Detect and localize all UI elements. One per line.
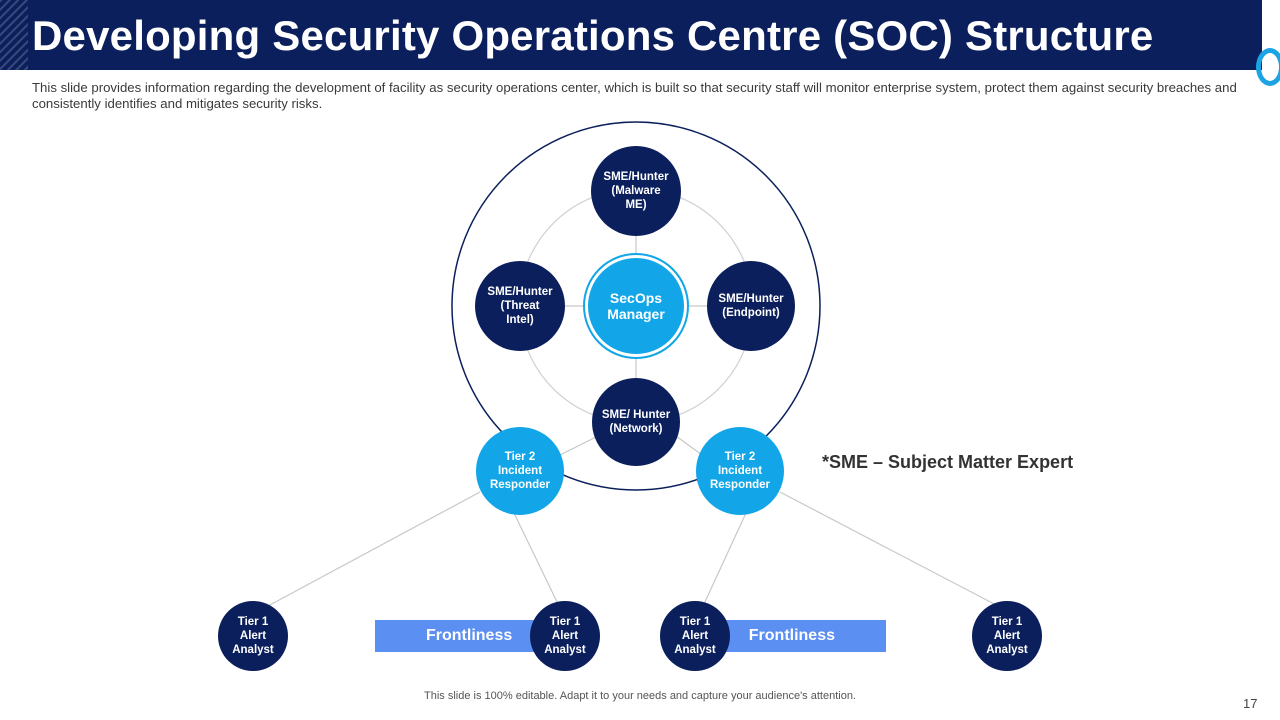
link-tier2-left-tier1-b xyxy=(513,512,559,605)
node-line: ME) xyxy=(625,199,647,211)
node-line: (Network) xyxy=(609,423,663,435)
slide-description: This slide provides information regardin… xyxy=(32,80,1237,112)
page-number: 17 xyxy=(1243,696,1258,711)
node-line: (Malware xyxy=(611,184,661,197)
node-sme-network: SME/ Hunter (Network) xyxy=(592,378,680,466)
decorative-stripes xyxy=(0,0,28,70)
node-line: Intel) xyxy=(506,314,534,326)
node-line: Tier 1 xyxy=(237,615,269,628)
node-line: SME/ Hunter xyxy=(601,408,671,421)
title-bar: Developing Security Operations Centre (S… xyxy=(0,0,1262,70)
node-line: Tier 1 xyxy=(679,615,711,628)
node-line: Analyst xyxy=(674,644,716,656)
node-line: Tier 1 xyxy=(549,615,581,628)
link-tier2-right-tier1-b xyxy=(779,491,999,607)
page-title: Developing Security Operations Centre (S… xyxy=(32,12,1154,59)
node-line: Tier 2 xyxy=(504,450,536,463)
link-tier2-left-tier1-a xyxy=(267,491,481,607)
outer-ring xyxy=(451,121,821,491)
node-line: (Threat xyxy=(500,299,540,312)
node-line: (Endpoint) xyxy=(722,307,780,319)
node-line: Alert xyxy=(681,629,709,642)
link-tier2-right-tier1-a xyxy=(703,512,747,605)
node-line: Tier 1 xyxy=(991,615,1023,628)
node-line: Incident xyxy=(497,464,543,477)
frontline-label-right: Frontliness xyxy=(748,627,835,644)
node-line: Responder xyxy=(709,479,771,491)
node-sme-endpoint: SME/Hunter (Endpoint) xyxy=(707,261,795,351)
footer-text: This slide is 100% editable. Adapt it to… xyxy=(424,690,856,702)
node-line: Manager xyxy=(607,306,665,322)
frontline-bar-right: Frontliness xyxy=(700,620,886,652)
link-network-tier2-left xyxy=(559,435,599,456)
node-line: Alert xyxy=(239,629,267,642)
node-line: Tier 2 xyxy=(724,450,756,463)
frontline-label-left: Frontliness xyxy=(426,627,513,644)
link-network-tier2-right xyxy=(675,435,703,456)
node-line: SME/Hunter xyxy=(487,285,553,298)
node-line: Responder xyxy=(489,479,551,491)
node-line: Alert xyxy=(551,629,579,642)
node-line: Incident xyxy=(717,464,763,477)
node-line: Analyst xyxy=(544,644,586,656)
sme-footnote: *SME – Subject Matter Expert xyxy=(822,452,1074,472)
node-line: SME/Hunter xyxy=(718,292,784,305)
node-line: Alert xyxy=(993,629,1021,642)
node-line: SME/Hunter xyxy=(603,170,669,183)
node-line: Analyst xyxy=(232,644,274,656)
node-line: Analyst xyxy=(986,644,1028,656)
node-line: SecOps xyxy=(609,289,663,306)
